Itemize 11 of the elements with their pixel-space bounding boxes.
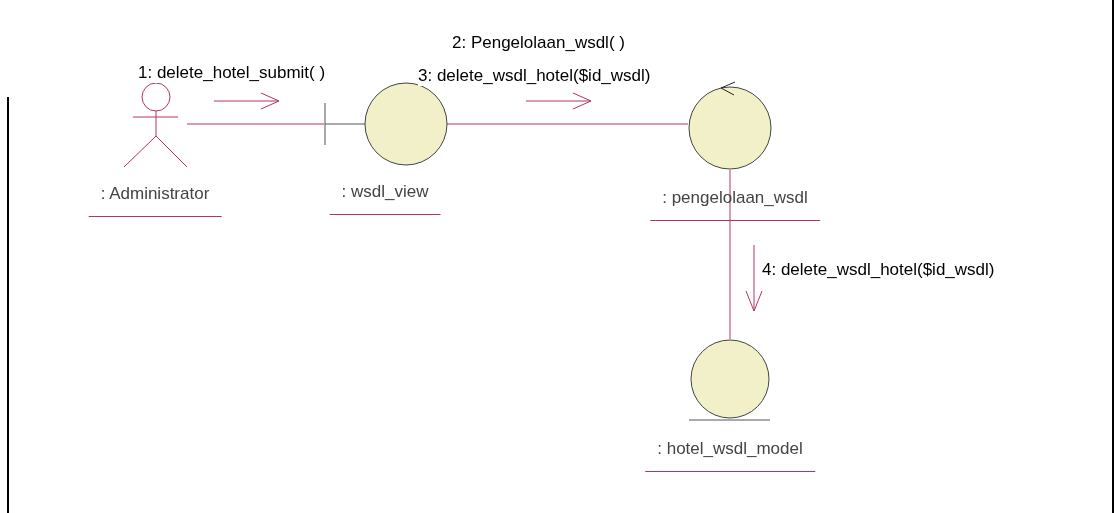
- message-label: 3: delete_wsdl_hotel($id_wsdl): [418, 66, 651, 86]
- message-label: 4: delete_wsdl_hotel($id_wsdl): [762, 260, 995, 280]
- link-line: [729, 169, 731, 340]
- link-line: [446, 123, 689, 125]
- object-name: : Administrator: [88, 184, 222, 217]
- link-line: [186, 123, 325, 125]
- object-name: : pengelolaan_wsdl: [650, 188, 820, 221]
- message-label: 1: delete_hotel_submit( ): [138, 63, 326, 83]
- object-name: : hotel_wsdl_model: [645, 439, 815, 472]
- message-label: 2: Pengelolaan_wsdl( ): [452, 33, 625, 53]
- object-name: : wsdl_view: [329, 182, 441, 215]
